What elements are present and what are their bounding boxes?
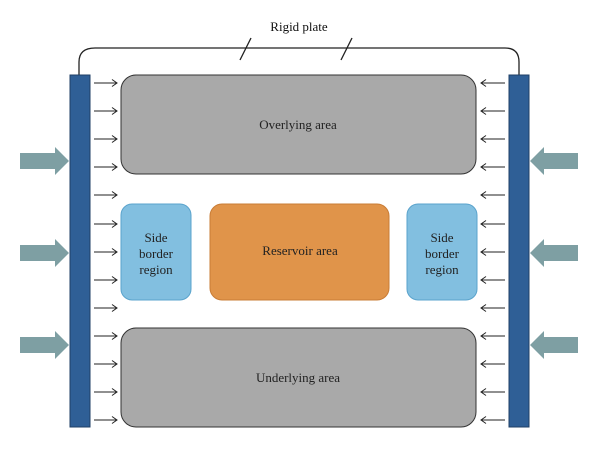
small-arrow-right-6 bbox=[480, 220, 505, 228]
small-arrow-right-13 bbox=[480, 416, 505, 424]
small-arrow-left-4 bbox=[94, 163, 118, 171]
small-arrow-right-8 bbox=[480, 276, 505, 284]
big-arrow-left-2 bbox=[20, 239, 69, 267]
reservoir-area bbox=[209, 203, 390, 301]
side-border-region-left-label-line1: Side bbox=[144, 230, 167, 245]
side-border-region-right bbox=[406, 203, 478, 301]
small-arrow-left-12 bbox=[94, 388, 118, 396]
rigid-plate-break-mark-right bbox=[340, 37, 353, 61]
small-arrow-right-1 bbox=[480, 79, 505, 87]
small-arrow-right-12 bbox=[480, 388, 505, 396]
small-arrow-left-10 bbox=[94, 332, 118, 340]
small-arrow-left-6 bbox=[94, 220, 118, 228]
left-rigid-plate bbox=[69, 74, 91, 428]
underlying-area bbox=[120, 327, 477, 428]
rigid-plate-label: Rigid plate bbox=[270, 19, 328, 34]
small-arrow-right-3 bbox=[480, 135, 505, 143]
small-arrow-left-8 bbox=[94, 276, 118, 284]
side-border-region-left bbox=[120, 203, 192, 301]
small-arrow-left-13 bbox=[94, 416, 118, 424]
big-arrow-right-3 bbox=[530, 331, 578, 359]
small-arrow-right-9 bbox=[480, 304, 505, 312]
small-arrow-left-3 bbox=[94, 135, 118, 143]
small-arrow-right-11 bbox=[480, 360, 505, 368]
big-arrow-right-1 bbox=[530, 147, 578, 175]
small-arrow-left-2 bbox=[94, 107, 118, 115]
overlying-area bbox=[120, 74, 477, 175]
small-arrow-right-2 bbox=[480, 107, 505, 115]
side-border-region-left-label-line3: region bbox=[139, 262, 173, 277]
small-arrow-right-5 bbox=[480, 191, 505, 199]
big-arrow-left-3 bbox=[20, 331, 69, 359]
small-arrow-left-7 bbox=[94, 248, 118, 256]
overlying-area-label: Overlying area bbox=[259, 117, 337, 132]
side-border-region-right-label-line3: region bbox=[425, 262, 459, 277]
small-arrow-right-4 bbox=[480, 163, 505, 171]
big-arrow-right-2 bbox=[530, 239, 578, 267]
underlying-area-label: Underlying area bbox=[256, 370, 340, 385]
small-arrow-left-9 bbox=[94, 304, 118, 312]
side-border-region-left-label-line2: border bbox=[139, 246, 174, 261]
right-rigid-plate bbox=[508, 74, 530, 428]
big-arrow-left-1 bbox=[20, 147, 69, 175]
small-arrow-right-10 bbox=[480, 332, 505, 340]
small-arrow-left-1 bbox=[94, 79, 118, 87]
small-arrow-left-11 bbox=[94, 360, 118, 368]
rigid-plate-break-mark-left bbox=[239, 37, 252, 61]
side-border-region-right-label-line2: border bbox=[425, 246, 460, 261]
side-border-region-right-label-line1: Side bbox=[430, 230, 453, 245]
small-arrows-group bbox=[94, 79, 505, 424]
rigid-plate-line bbox=[78, 47, 520, 75]
small-arrow-left-5 bbox=[94, 191, 118, 199]
small-arrow-right-7 bbox=[480, 248, 505, 256]
reservoir-area-label: Reservoir area bbox=[262, 243, 338, 258]
